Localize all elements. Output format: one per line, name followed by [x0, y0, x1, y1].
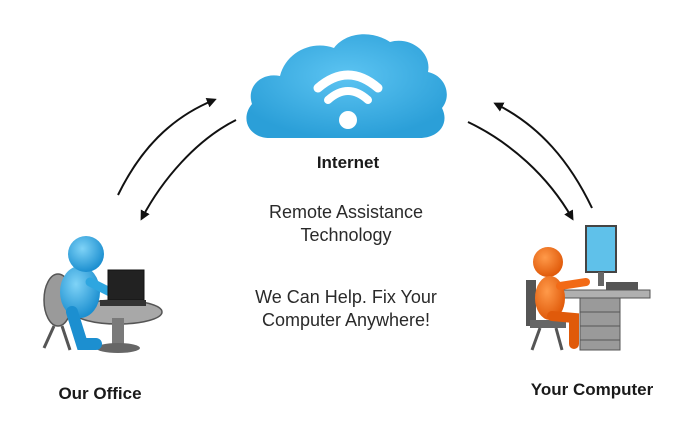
arrow-office-to-internet: [117, 98, 217, 196]
tagline-line2: Technology: [300, 225, 392, 245]
arrow-computer-to-internet: [493, 102, 593, 209]
office-worker-icon: [42, 236, 163, 353]
home-user-icon: [526, 225, 651, 351]
office-label: Our Office: [58, 384, 142, 403]
arrow-internet-to-computer: [467, 121, 574, 221]
internet-label: Internet: [316, 153, 380, 172]
computer-label: Your Computer: [530, 380, 654, 399]
promo-line1: We Can Help. Fix Your: [255, 287, 437, 307]
promo-line2: Computer Anywhere!: [261, 310, 431, 330]
arrow-internet-to-office: [140, 119, 237, 221]
tagline-line1: Remote Assistance: [268, 202, 424, 222]
promo-text: We Can Help. Fix Your Computer Anywhere!: [220, 286, 472, 332]
cloud-wifi-icon: [246, 34, 447, 138]
tagline: Remote Assistance Technology: [236, 201, 456, 247]
